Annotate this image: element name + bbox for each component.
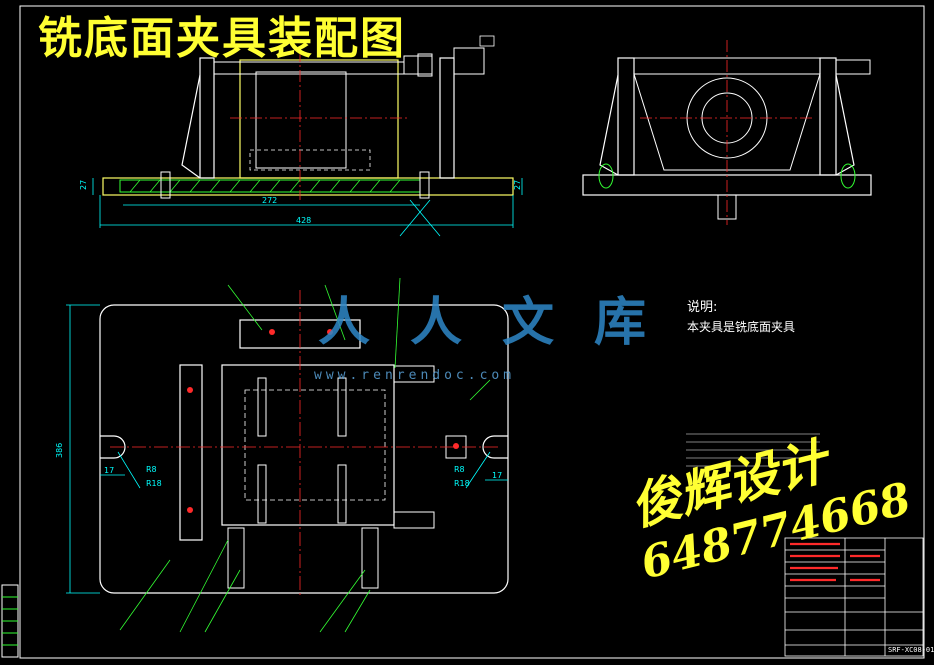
- drawing-border: [19, 5, 925, 659]
- dim-radius-r18-right: R18: [454, 479, 470, 488]
- locator-mark-1: [269, 329, 275, 335]
- screw-top-right-2: [393, 511, 435, 529]
- dim-height-right: 27: [513, 180, 522, 190]
- left-margin-cells: [2, 596, 18, 646]
- notes-body: 本夹具是铣底面夹具: [687, 320, 796, 334]
- right-bracket-front: [453, 47, 485, 75]
- drawing-number: SRF-XC08-01: [888, 646, 934, 654]
- dim-width-inner: 272: [262, 196, 277, 205]
- right-support-side: [819, 57, 837, 176]
- notes-heading: 说明:: [687, 300, 718, 315]
- screw-side: [835, 59, 871, 75]
- workpiece-front: [239, 59, 399, 179]
- screw-cap-front: [417, 53, 433, 77]
- dim-slot-offset-right: 17: [492, 471, 502, 480]
- front-view: [102, 35, 514, 200]
- base-plate-top: [99, 304, 509, 594]
- dim-height-left: 27: [79, 180, 88, 190]
- workpiece-top: [221, 364, 395, 526]
- screw-bottom-2: [361, 527, 379, 589]
- u-slot-left: [100, 435, 126, 459]
- title-block: [784, 537, 924, 657]
- top-view: [99, 290, 509, 598]
- watermark-url: www.renrendoc.com: [314, 368, 516, 383]
- screw-bottom-1: [227, 527, 245, 589]
- left-hatch-side: [598, 163, 614, 189]
- slot-1: [257, 377, 267, 437]
- part-leaders: [119, 277, 491, 633]
- section-tag-box: [479, 35, 495, 47]
- dim-radius-r8-left: R8: [146, 465, 157, 474]
- screw-top-right-1: [393, 365, 435, 383]
- front-dimensions: [92, 178, 523, 237]
- title-block-red-rows: [790, 542, 880, 582]
- right-support-front: [439, 57, 455, 179]
- slot-4: [337, 464, 347, 524]
- u-slot-right: [482, 435, 508, 459]
- left-support-side: [617, 57, 635, 176]
- left-support-front: [199, 57, 215, 179]
- left-rib-side: [599, 74, 619, 176]
- tech-requirements-lines: [686, 433, 820, 467]
- locator-mark-4: [187, 507, 193, 513]
- top-dimensions: [66, 304, 508, 594]
- v-block-side: [633, 73, 821, 171]
- watermark-blue-text: 人人文库: [318, 292, 687, 353]
- left-rib-front: [181, 74, 201, 179]
- dim-radius-r8-right: R8: [454, 465, 465, 474]
- dim-plate-height: 386: [55, 443, 64, 458]
- locator-mark-2: [327, 329, 333, 335]
- left-support-top: [179, 364, 203, 541]
- slot-2: [337, 377, 347, 437]
- locator-mark-3: [187, 387, 193, 393]
- locator-mark-5: [453, 443, 459, 449]
- bolt-right-front: [419, 171, 430, 199]
- right-rib-side: [835, 74, 855, 176]
- workpiece-inner-front: [255, 71, 347, 169]
- slot-3: [257, 464, 267, 524]
- dim-width-outer: 428: [296, 216, 311, 225]
- workpiece-inner-top: [244, 389, 386, 501]
- hidden-detail-front: [249, 149, 371, 171]
- drawing-title: 铣底面夹具装配图: [38, 13, 406, 64]
- side-view: [582, 40, 872, 225]
- bolt-left-front: [160, 171, 171, 199]
- dim-radius-r18-left: R18: [146, 479, 162, 488]
- right-hatch-side: [840, 163, 856, 189]
- dim-slot-offset-left: 17: [104, 466, 114, 475]
